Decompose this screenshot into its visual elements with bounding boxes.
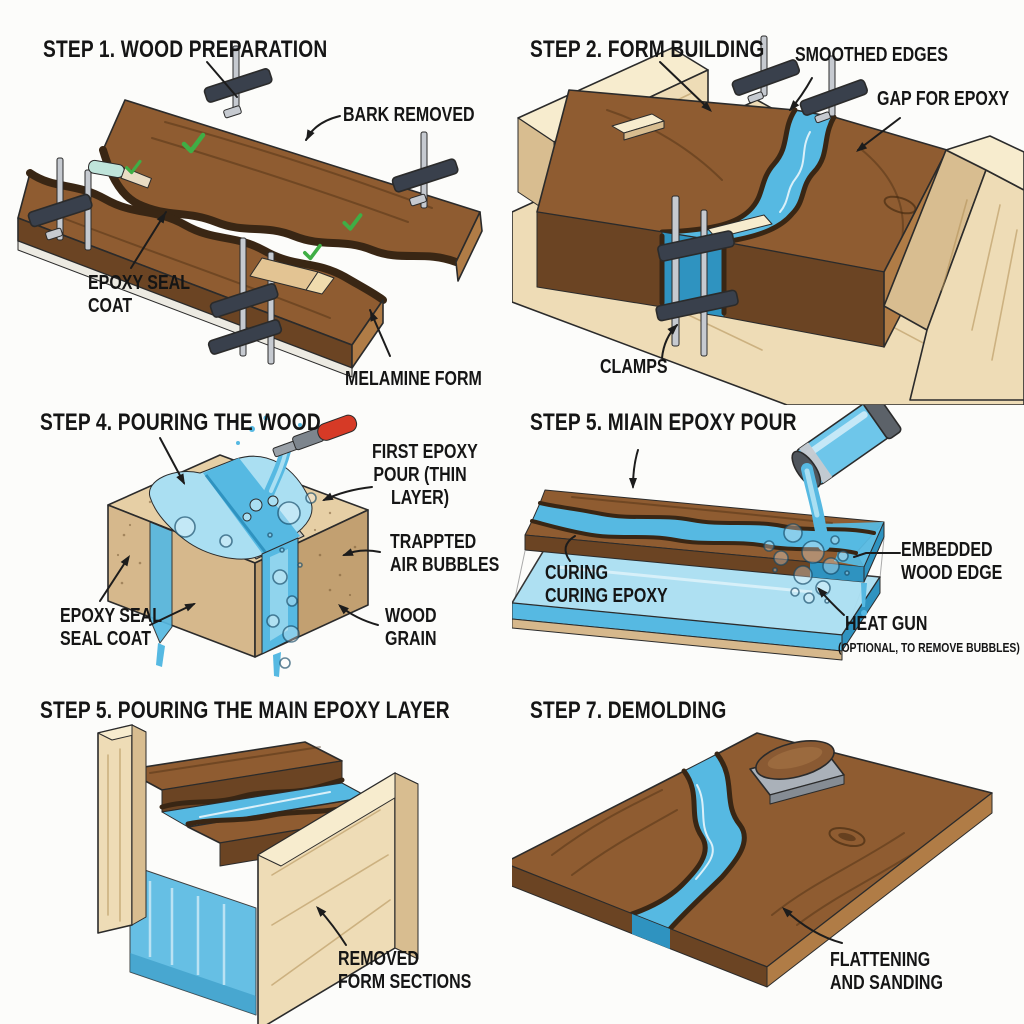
label-gap-for-epoxy: GAP FOR EPOXY <box>877 88 1010 110</box>
label-smoothed-edges: SMOOTHED EDGES <box>795 44 948 66</box>
panel-step1-wood-preparation: STEP 1. WOOD PREPARATION BARK REMOVED EP… <box>0 0 512 405</box>
demolding-illustration <box>512 732 993 988</box>
clamp-icon <box>799 55 869 124</box>
panel-title: STEP 1. WOOD PREPARATION <box>43 36 328 63</box>
check-icon <box>342 213 363 231</box>
panel-title: STEP 5. POURING THE MAIN EPOXY LAYER <box>40 697 450 724</box>
label-bark-removed: BARK REMOVED <box>343 104 475 126</box>
panel-title: STEP 2. FORM BUILDING <box>530 36 765 63</box>
label-epoxy-seal-coat: EPOXY SEAL COAT <box>88 272 190 317</box>
label-epoxy-seal-coat: EPOXY SEAL SEAL COAT <box>60 605 162 650</box>
epoxy-fill-volume <box>129 864 257 1016</box>
epoxy-can-icon <box>791 405 902 489</box>
air-bubbles <box>174 492 317 669</box>
sander-icon <box>749 740 845 805</box>
panel-step4-pouring-the-wood: STEP 4. POURING THE WOOD FIRST EPOXY POU… <box>0 405 512 685</box>
main-layer-pour-illustration <box>97 724 419 1024</box>
panel-step2-form-building: STEP 2. FORM BUILDING SMOOTHED EDGES GAP… <box>512 0 1024 405</box>
panel-step5-pouring-main-layer: STEP 5. POURING THE MAIN EPOXY LAYER REM… <box>0 685 512 1024</box>
check-icon <box>125 159 142 175</box>
label-flattening-and-sanding: FLATTENING AND SANDING <box>830 949 943 994</box>
seal-brush-icon <box>87 159 152 189</box>
clamp-icon <box>655 195 739 357</box>
wood-shim-icon <box>249 257 335 295</box>
label-trapped-air-bubbles: TRAPPTED AIR BUBBLES <box>390 531 500 576</box>
form-rail-right <box>883 135 1024 401</box>
label-clamps: CLAMPS <box>600 356 668 378</box>
check-icon <box>181 132 206 154</box>
clamp-icon <box>731 35 801 104</box>
panel-step5-main-epoxy-pour: STEP 5. MIAIN EPOXY POUR EMBEDDED WOOD E… <box>512 405 1024 685</box>
pour-spout-tool <box>272 414 358 458</box>
clamp-icon <box>391 131 459 209</box>
first-pour-illustration <box>99 414 381 677</box>
label-heat-gun-note: (OPTIONAL, TO REMOVE BUBBLES) <box>838 640 1020 655</box>
check-icon <box>302 243 322 261</box>
epoxy-side-streak <box>149 521 173 644</box>
label-heat-gun: HEAT GUN <box>845 613 928 635</box>
panel-title: STEP 7. DEMOLDING <box>530 697 727 724</box>
label-removed-form-sections: REMOVED FORM SECTIONS <box>338 948 472 993</box>
label-wood-grain: WOOD GRAIN <box>385 605 437 650</box>
wood-preparation-illustration <box>17 45 483 378</box>
air-bubbles <box>763 523 850 604</box>
label-first-epoxy-pour: FIRST EPOXY POUR (THIN LAYER) <box>372 441 478 509</box>
clamp-icon <box>203 45 273 119</box>
mdf-speckles <box>116 463 357 612</box>
finished-tabletop <box>512 732 993 988</box>
label-curing-epoxy: CURING CURING EPOXY <box>545 562 668 607</box>
form-building-illustration <box>512 35 1024 405</box>
clamp-icon <box>27 157 93 251</box>
cured-epoxy-layer <box>512 544 881 661</box>
label-melamine-form: MELAMINE FORM <box>345 368 482 390</box>
panel-title: STEP 4. POURING THE WOOD <box>40 409 321 436</box>
form-panel-left <box>97 724 147 934</box>
label-embedded-wood-edge: EMBEDDED WOOD EDGE <box>901 539 1003 584</box>
panel-title: STEP 5. MIAIN EPOXY POUR <box>530 409 797 436</box>
main-pour-illustration <box>512 405 902 661</box>
panel-step7-demolding: STEP 7. DEMOLDING FLATTENING AND SANDING <box>512 685 1024 1024</box>
form-panel-right <box>257 772 419 1024</box>
